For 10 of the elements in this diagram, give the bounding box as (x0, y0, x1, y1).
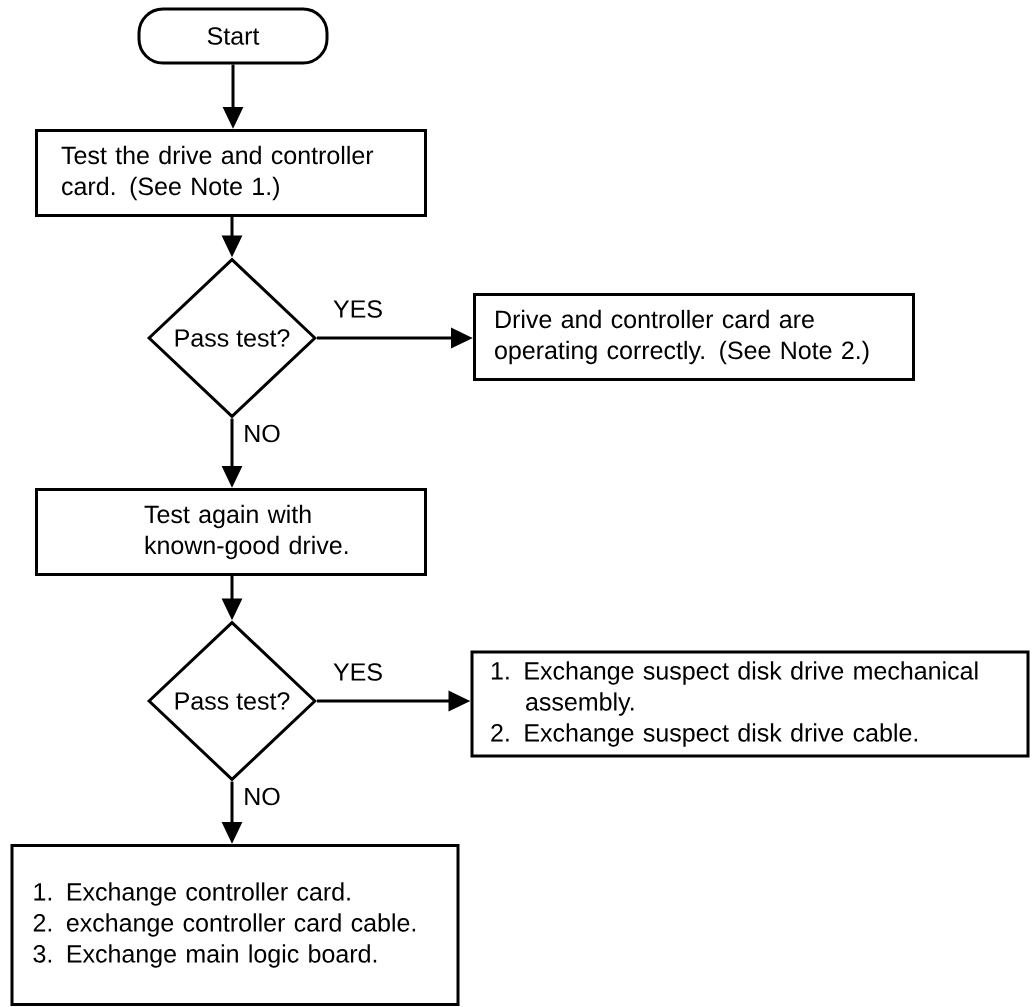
process-box: Drive and controller card are operating correctly. (See Note 2.) (473, 293, 915, 381)
edge-label: YES (333, 300, 382, 318)
process-box: 1. Exchange suspect disk drive mechanical assembly. 2. Exchange suspect disk drive cable. (470, 650, 1030, 758)
process-box: 1. Exchange controller card. 2. exchange controller card cable. 3. Exchange main logic board. (10, 844, 460, 1006)
edge-label: NO (245, 787, 280, 806)
edge-label: YES (333, 663, 382, 681)
process-box: Test again with known-good drive. (35, 488, 427, 576)
process-box: Test the drive and controller card. (See Note 1.) (35, 129, 427, 217)
start-terminal: Start (137, 7, 329, 65)
edge-label: NO (245, 424, 280, 443)
